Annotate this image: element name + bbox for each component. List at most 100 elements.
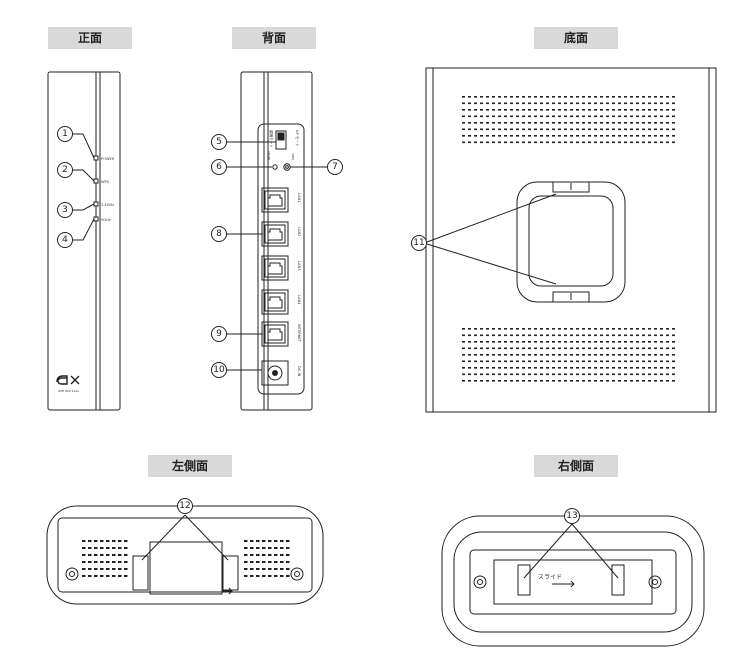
vent-slot bbox=[492, 334, 495, 337]
callout-8: 8 bbox=[211, 226, 227, 242]
vent-slot bbox=[606, 360, 609, 363]
vent-slot bbox=[648, 373, 651, 376]
vent-slot bbox=[516, 115, 519, 118]
vent-slot bbox=[624, 341, 627, 343]
vent-slot bbox=[492, 347, 495, 350]
vent-slot bbox=[480, 367, 483, 369]
vent-slot bbox=[672, 341, 675, 343]
vent-slot bbox=[262, 561, 266, 563]
vent-slot bbox=[498, 347, 501, 350]
vent-slot bbox=[528, 354, 531, 356]
vent-slot bbox=[564, 380, 567, 382]
vent-slot bbox=[582, 109, 585, 111]
vent-slot bbox=[642, 380, 645, 382]
view-label-bottom: 底面 bbox=[534, 27, 618, 49]
vent-slot bbox=[516, 328, 519, 330]
vent-slot bbox=[262, 575, 266, 577]
vent-slot bbox=[504, 122, 507, 124]
vent-slot bbox=[492, 367, 495, 369]
vent-slot bbox=[480, 373, 483, 376]
vent-slot bbox=[570, 334, 573, 337]
vent-slot bbox=[486, 115, 489, 118]
vent-slot bbox=[546, 341, 549, 343]
vent-slot bbox=[468, 328, 471, 330]
vent-slot bbox=[594, 373, 597, 376]
vent-slot bbox=[118, 575, 122, 577]
vent-slot bbox=[534, 135, 537, 137]
vent-slot bbox=[256, 568, 260, 570]
vent-slot bbox=[462, 380, 465, 382]
vent-slot bbox=[654, 141, 657, 144]
wps-label: WPS bbox=[291, 153, 295, 160]
vent-slot bbox=[648, 128, 651, 131]
vent-slot bbox=[540, 109, 543, 111]
vent-slot bbox=[588, 96, 591, 98]
vent-slot bbox=[474, 115, 477, 118]
vent-slot bbox=[100, 554, 104, 556]
vent-slot bbox=[648, 347, 651, 350]
vent-slot bbox=[612, 341, 615, 343]
vent-slot bbox=[262, 568, 266, 570]
vent-slot bbox=[564, 360, 567, 363]
vent-slot bbox=[576, 367, 579, 369]
vent-slot bbox=[256, 575, 260, 577]
vent-slot bbox=[636, 122, 639, 124]
vent-slot bbox=[286, 561, 290, 563]
vent-slot bbox=[498, 334, 501, 337]
vent-slot bbox=[88, 547, 92, 549]
vent-slot bbox=[576, 128, 579, 131]
vent-slot bbox=[480, 102, 483, 105]
vent-slot bbox=[588, 347, 591, 350]
vent-slot bbox=[492, 115, 495, 118]
vent-slot bbox=[624, 102, 627, 105]
vent-slot bbox=[660, 360, 663, 363]
vent-slot bbox=[552, 115, 555, 118]
vent-slot bbox=[528, 347, 531, 350]
vent-slot bbox=[546, 102, 549, 105]
vent-slot bbox=[660, 354, 663, 356]
vent-slot bbox=[88, 575, 92, 577]
vent-slot bbox=[250, 575, 254, 577]
vent-slot bbox=[594, 354, 597, 356]
vent-slot bbox=[262, 554, 266, 556]
vent-slot bbox=[510, 347, 513, 350]
callout-6: 6 bbox=[211, 159, 227, 175]
vent-slot bbox=[660, 341, 663, 343]
vent-slot bbox=[582, 360, 585, 363]
led-label-wps: WPS bbox=[101, 180, 110, 184]
vent-slot bbox=[576, 109, 579, 111]
vent-slot bbox=[510, 128, 513, 131]
vent-slot bbox=[528, 373, 531, 376]
vent-slot bbox=[648, 354, 651, 356]
vent-slot bbox=[624, 354, 627, 356]
vent-slot bbox=[118, 540, 122, 542]
vent-slot bbox=[82, 554, 86, 556]
vent-slot bbox=[468, 141, 471, 144]
vent-slot bbox=[636, 102, 639, 105]
vent-slot bbox=[630, 380, 633, 382]
vent-slot bbox=[462, 341, 465, 343]
vent-slot bbox=[600, 380, 603, 382]
vent-slot bbox=[666, 341, 669, 343]
vent-slot bbox=[612, 360, 615, 363]
bottom-vent-top bbox=[462, 96, 675, 144]
vent-slot bbox=[618, 102, 621, 105]
vent-slot bbox=[588, 122, 591, 124]
vent-slot bbox=[510, 360, 513, 363]
vent-slot bbox=[672, 141, 675, 144]
vent-slot bbox=[462, 128, 465, 131]
vent-slot bbox=[576, 360, 579, 363]
vent-slot bbox=[100, 575, 104, 577]
vent-slot bbox=[582, 141, 585, 144]
vent-slot bbox=[618, 122, 621, 124]
vent-slot bbox=[648, 328, 651, 330]
vent-slot bbox=[666, 115, 669, 118]
vent-slot bbox=[124, 540, 128, 542]
vent-slot bbox=[660, 115, 663, 118]
vent-slot bbox=[558, 347, 561, 350]
vent-slot bbox=[564, 373, 567, 376]
vent-slot bbox=[582, 115, 585, 118]
vent-slot bbox=[588, 367, 591, 369]
vent-slot bbox=[82, 561, 86, 563]
switch-label-router: 親機モード bbox=[269, 130, 274, 148]
